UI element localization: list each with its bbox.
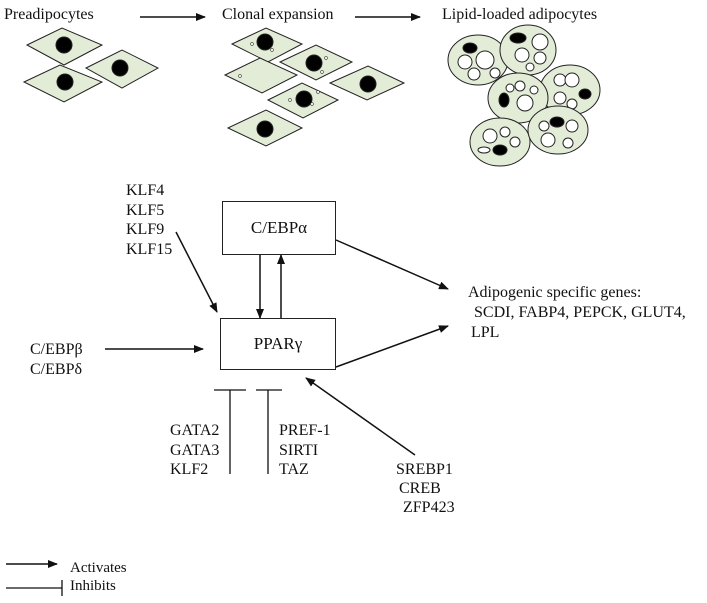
inhibitor-item: GATA3: [170, 441, 220, 459]
label-lipid-loaded-adipocytes: Lipid-loaded adipocytes: [442, 6, 598, 23]
target-genes-line2: LPL: [471, 324, 500, 341]
label-preadipocytes: Preadipocytes: [4, 6, 94, 23]
klf-item: KLF9: [126, 221, 165, 238]
srebp-to-pparg-arrow: [305, 377, 416, 456]
klf-item: KLF15: [126, 240, 173, 258]
klf-item: KLF5: [126, 201, 165, 219]
activator-creb: CREB: [399, 480, 441, 497]
legend-inhibits-label: Inhibits: [70, 578, 116, 594]
inhibitors-left-group: GATA2 GATA3 KLF2: [170, 421, 219, 480]
inhibitor-item: SIRTI: [279, 441, 319, 459]
legend-activates-label: Activates: [70, 560, 127, 576]
cebpa-to-genes-arrow: [335, 239, 449, 290]
cebp-item: C/EBPδ: [30, 361, 82, 378]
inhibitor-item: GATA2: [170, 422, 220, 439]
label-clonal-expansion: Clonal expansion: [222, 6, 334, 23]
preadipocyte-cells: [22, 27, 160, 103]
activator-srebp1: SREBP1: [396, 461, 453, 478]
target-genes-line1: SCDI, FABP4, PEPCK, GLUT4,: [474, 304, 686, 321]
klf-group: KLF4 KLF5 KLF9 KLF15: [126, 181, 172, 259]
inhibitors-right-group: PREF-1 SIRTI TAZ: [279, 421, 331, 480]
inhibitor-item: KLF2: [170, 461, 209, 478]
cebp-bd-group: C/EBPβ C/EBPδ: [30, 340, 83, 380]
pparg-to-genes-arrow: [335, 325, 449, 368]
klf-item: KLF4: [126, 182, 165, 199]
activator-zfp423: ZFP423: [403, 499, 455, 516]
adipocyte-cells: [447, 24, 601, 167]
cebp-item: C/EBPβ: [30, 341, 83, 358]
target-genes-title: Adipogenic specific genes:: [468, 284, 642, 301]
node-pparg: PPARγ: [220, 318, 336, 370]
inhibitor-item: PREF-1: [279, 422, 331, 439]
node-cebpa: C/EBPα: [222, 201, 336, 255]
klf-to-pparg-arrow: [175, 231, 218, 313]
inhibitor-item: TAZ: [279, 461, 309, 478]
clonal-expansion-cells: [223, 27, 406, 147]
